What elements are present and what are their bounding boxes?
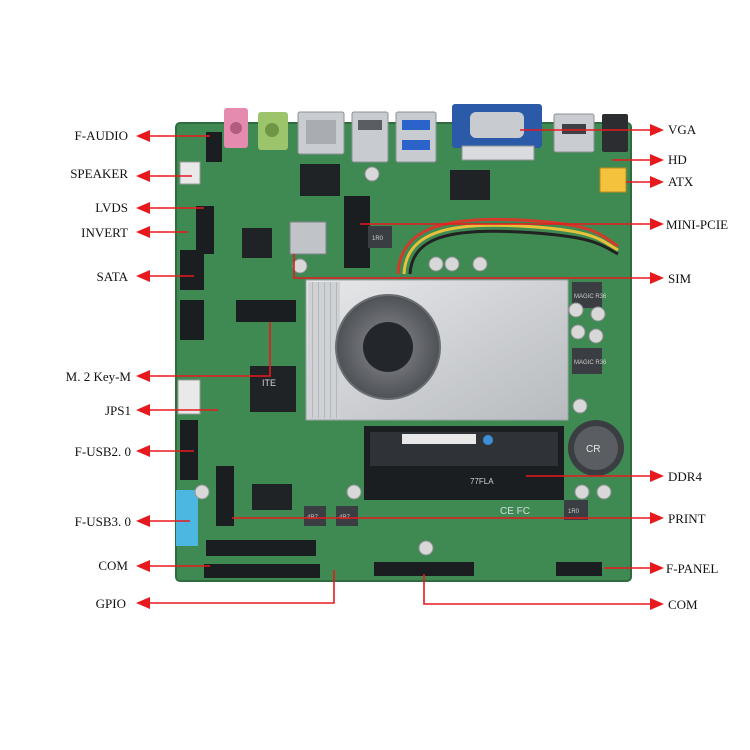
chip-top-right — [450, 170, 490, 200]
chip-left — [242, 228, 272, 258]
com-left-header — [206, 540, 316, 556]
usb2-port-slot — [358, 120, 382, 130]
ethernet-port-inner — [306, 120, 336, 144]
usb2-port — [351, 111, 389, 163]
inductor-2-label: MAGIC R36 — [574, 360, 607, 366]
label-mini-pcie: MINI-PCIE — [666, 217, 729, 232]
f-usb2-header — [180, 420, 198, 480]
label-gpio: GPIO — [95, 596, 126, 611]
fan-cable-red — [396, 217, 619, 275]
label-hd: HD — [668, 152, 687, 167]
fan-cable-black — [408, 229, 619, 275]
label-com-left: COM — [98, 558, 128, 573]
label-lvds: LVDS — [95, 200, 128, 215]
cmos-battery-label: CR — [586, 444, 600, 455]
chip-top — [300, 164, 340, 196]
ite-chip-label: ITE — [262, 378, 276, 388]
sata-connector-1 — [180, 250, 204, 290]
label-speaker: SPEAKER — [70, 166, 128, 181]
heatsink-fins — [308, 282, 340, 418]
cmos-battery-face — [574, 426, 618, 470]
m2-slot — [236, 300, 296, 322]
label-f-audio: F-AUDIO — [74, 128, 128, 143]
arrowheads — [136, 124, 664, 610]
label-sim: SIM — [668, 271, 692, 286]
sata-connector-2 — [180, 300, 204, 340]
ite-chip — [250, 366, 296, 412]
cpu-fan-hub — [363, 322, 413, 372]
fan-cable-yellow — [402, 223, 619, 275]
sim-slot — [289, 221, 327, 255]
atx-connector — [599, 167, 627, 193]
inductor-3 — [368, 226, 392, 248]
f-usb3-header — [176, 490, 198, 546]
chip-bottom-left — [252, 484, 292, 510]
label-m2: M. 2 Key-M — [65, 369, 131, 384]
inductor-5 — [304, 506, 326, 526]
inductor-4 — [564, 500, 588, 520]
inductor-6 — [336, 506, 358, 526]
label-sata: SATA — [96, 269, 128, 284]
f-panel-header — [556, 562, 602, 576]
label-f-panel: F-PANEL — [666, 561, 719, 576]
leader-lines — [148, 129, 650, 605]
inductor-4-label: 1R0 — [568, 509, 580, 515]
label-f-usb3: F-USB3. 0 — [74, 514, 131, 529]
label-vga: VGA — [668, 122, 697, 137]
lvds-connector — [196, 206, 214, 254]
label-invert: INVERT — [81, 225, 128, 240]
inductor-3-label: 1R0 — [372, 236, 384, 242]
label-print: PRINT — [668, 511, 706, 526]
jps1-connector — [177, 379, 201, 415]
print-header — [216, 466, 234, 526]
ddr4-marking: 77FLA — [470, 477, 494, 486]
capacitors — [194, 166, 612, 556]
label-f-usb2: F-USB2. 0 — [74, 444, 131, 459]
inductor-2 — [572, 348, 602, 374]
gpio-header — [204, 564, 320, 578]
hdmi-port-slot — [562, 124, 586, 134]
label-jps1: JPS1 — [104, 403, 131, 418]
usb3-port-slot-2 — [402, 140, 430, 150]
inductor-1-label: MAGIC R36 — [574, 294, 607, 300]
dc-jack — [602, 114, 628, 152]
audio-jack-green-hole — [265, 123, 279, 137]
usb3-port — [395, 111, 437, 163]
vga-port-shell — [470, 112, 524, 138]
vga-port-lower — [461, 145, 535, 161]
f-audio-header — [206, 132, 222, 162]
cert-marks: CE FC — [500, 506, 530, 517]
label-com-right: COM — [668, 597, 698, 612]
com-right-header — [374, 562, 474, 576]
audio-jack-pink-hole — [230, 122, 242, 134]
ddr4-blue-dot — [483, 435, 493, 445]
label-atx: ATX — [668, 174, 694, 189]
ddr4-sticker — [402, 434, 476, 444]
mini-pcie-slot — [344, 196, 370, 268]
speaker-connector — [179, 161, 201, 185]
usb3-port-slot — [402, 120, 430, 130]
label-ddr4: DDR4 — [668, 469, 702, 484]
